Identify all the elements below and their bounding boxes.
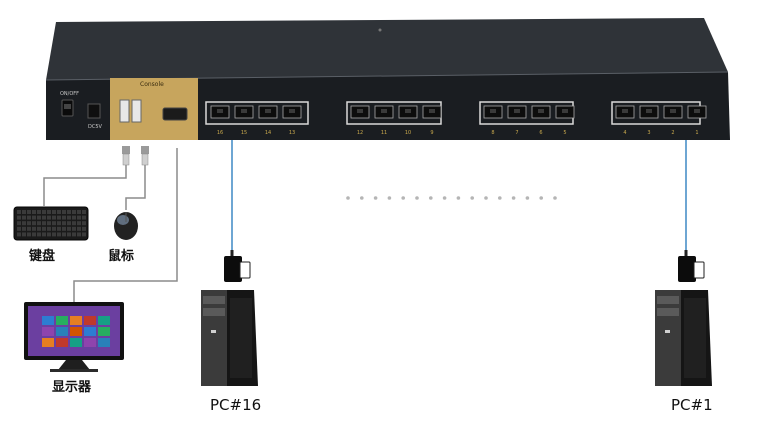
mouse-label: 鼠标: [108, 249, 135, 264]
port-number-6: 6: [539, 130, 542, 136]
ellipsis-dot: [346, 196, 350, 200]
port-number-13: 13: [289, 130, 295, 136]
console-label: Console: [140, 81, 164, 88]
console-panel: Console: [110, 78, 198, 140]
ellipsis-dot: [456, 196, 461, 200]
pc-cables: [231, 140, 687, 250]
usb-plugs: [122, 146, 149, 166]
monitor-cable: [73, 148, 178, 302]
rj45-ports: 16 15 14 13 12 11 10 9 8 7 6 5 4 3 2 1: [210, 105, 707, 136]
monitor-label: 显示器: [52, 380, 92, 395]
pc1-label: PC#1: [671, 396, 713, 414]
port-number-10: 10: [405, 130, 411, 136]
ellipsis-dot: [387, 196, 392, 200]
video-port: [162, 107, 188, 121]
port-number-4: 4: [623, 130, 626, 136]
pc1-adapter: [678, 250, 705, 282]
keyboard-cable: [43, 165, 127, 206]
port-group-1: [205, 101, 309, 125]
port-number-16: 16: [217, 130, 223, 136]
pc1-tower-icon: [655, 290, 712, 386]
power-section: ON/OFF DC5V: [60, 91, 103, 130]
port-number-2: 2: [671, 130, 674, 136]
console-cables: [43, 148, 178, 302]
ellipsis-dot: [511, 196, 516, 200]
port-number-12: 12: [357, 130, 363, 136]
pc16-adapter: [224, 250, 251, 282]
dc-label: DC5V: [88, 124, 103, 130]
ellipsis-dot: [539, 196, 543, 200]
ellipsis-dots: [346, 196, 557, 200]
kvm-top-panel: [46, 18, 728, 80]
ellipsis-dot: [553, 196, 557, 200]
usb-port-mouse: [131, 99, 142, 123]
ellipsis-dot: [373, 196, 378, 200]
ellipsis-dot: [498, 196, 502, 200]
ellipsis-dot: [429, 196, 433, 200]
port-number-8: 8: [491, 130, 494, 136]
usb-port-keyboard: [119, 99, 130, 123]
port-number-15: 15: [241, 130, 247, 136]
port-number-3: 3: [647, 130, 650, 136]
ellipsis-dot: [401, 196, 406, 200]
power-label: ON/OFF: [60, 91, 79, 97]
pc16-label: PC#16: [210, 396, 262, 414]
port-number-7: 7: [515, 130, 518, 136]
ellipsis-dot: [525, 196, 530, 200]
keyboard-label: 键盘: [29, 249, 56, 264]
ellipsis-dot: [484, 196, 488, 200]
rj45-port-groups: 16 15 14 13 12 11 10 9 8 7 6 5 4 3 2 1: [205, 101, 707, 136]
port-number-11: 11: [381, 130, 387, 136]
dc-power-jack: [87, 103, 101, 119]
mouse-cable: [125, 165, 146, 210]
ellipsis-dot: [442, 196, 447, 200]
port-number-1: 1: [695, 130, 698, 136]
pc16-tower-icon: [201, 290, 258, 386]
ellipsis-dot: [360, 196, 364, 200]
keyboard-icon: [13, 206, 89, 241]
ellipsis-dot: [470, 196, 475, 200]
port-number-5: 5: [563, 130, 566, 136]
port-number-14: 14: [265, 130, 271, 136]
port-number-9: 9: [430, 130, 433, 136]
mouse-icon: [114, 212, 138, 240]
ellipsis-dot: [415, 196, 419, 200]
monitor-icon: [24, 302, 124, 372]
